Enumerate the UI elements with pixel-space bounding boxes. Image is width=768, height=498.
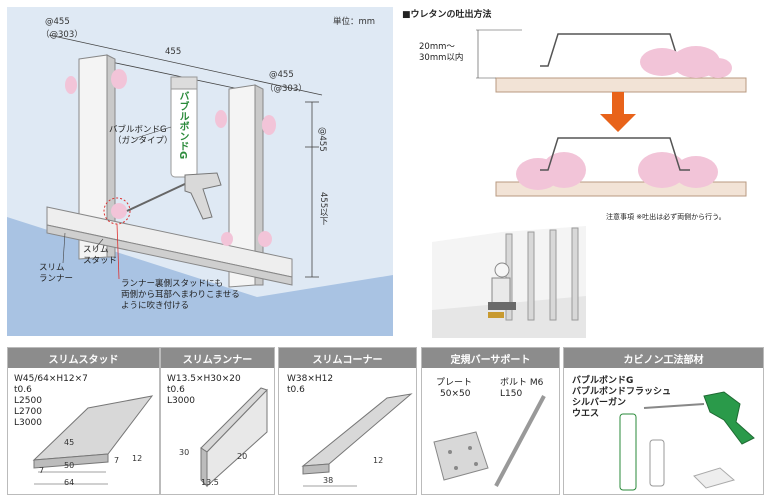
can-label: バブルボンドG <box>177 91 188 160</box>
dim-pitch-top-alt: （@303） <box>41 30 83 40</box>
corner-spec: W38×H12 t0.6 <box>287 374 334 395</box>
stud-dim-b: 50 <box>64 461 75 470</box>
product-label: バブルボンドG （ガンタイプ） <box>109 125 173 146</box>
panel-slim-stud: スリムスタッド W45/64×H12×7 t0.6 L2500 L2700 L3… <box>7 347 160 495</box>
bolt-spec: ボルト M6 L150 <box>500 378 544 399</box>
runner-profile <box>200 387 268 488</box>
panel-title: スリムスタッド <box>8 348 159 368</box>
runner-spec: W13.5×H30×20 t0.6 L3000 <box>167 374 241 406</box>
stud-dim-e: 7 <box>114 456 120 465</box>
unit-label: 単位：mm <box>333 17 376 27</box>
stud-spec: W45/64×H12×7 t0.6 L2500 L2700 L3000 <box>14 374 88 428</box>
urethane-title: ■ウレタンの吐出方法 <box>402 10 492 20</box>
runner-dim-c: 13.5 <box>201 478 219 487</box>
panel-title: スリムランナー <box>161 348 274 368</box>
panel-title: カビノン工法部材 <box>564 348 763 368</box>
runner-dim-a: 30 <box>179 448 190 457</box>
wall-diagram: 単位：mm @455 （@303） 455 @455 （@303） @455 4… <box>7 7 393 336</box>
slim-runner-label: スリム ランナー <box>39 263 74 284</box>
dim-below: 455以下 <box>318 192 328 226</box>
dim-vertical-pitch: @455 <box>317 127 327 152</box>
caution-note: 注意事項 ※吐出は必ず両側から行う。 <box>606 213 726 221</box>
stud-profile <box>32 395 154 485</box>
slim-stud-label: スリム スタッド <box>83 245 118 266</box>
panel-kabinon: カビノン工法部材 バブルボンドG バブルボンドフラッシュ シルバーガン ウエス <box>563 347 764 495</box>
note-label: ランナー裏側スタッドにも 両側から耳部へまわりこませる ように吹き付ける <box>121 279 240 311</box>
stud-dim-c: 64 <box>64 478 75 487</box>
corner-dim-b: 38 <box>323 476 334 485</box>
stud-dim-a: 45 <box>64 438 75 447</box>
plate-spec: プレート 50×50 <box>436 378 473 399</box>
dim-pitch-right-alt: （@303） <box>265 84 307 94</box>
support-parts <box>433 395 546 487</box>
kabinon-products <box>619 391 755 491</box>
stud-dim-d: 7 <box>39 466 45 475</box>
dim-span: 455 <box>165 47 182 57</box>
worker-scene <box>432 226 586 338</box>
wall-illustration <box>7 34 393 336</box>
dim-pitch-top: @455 <box>45 17 70 27</box>
gap-label: 20mm～ 30mm以内 <box>419 42 464 63</box>
dim-pitch-right: @455 <box>269 70 294 80</box>
kabinon-items: バブルボンドG バブルボンドフラッシュ シルバーガン ウエス <box>572 376 672 419</box>
corner-dim-a: 12 <box>373 456 384 465</box>
panel-title: 定規バーサポート <box>422 348 559 368</box>
runner-dim-b: 20 <box>237 452 248 461</box>
panel-support: 定規バーサポート プレート 50×50 ボルト M6 L150 <box>421 347 560 495</box>
urethane-diagram <box>476 29 747 197</box>
panel-title: スリムコーナー <box>279 348 416 368</box>
corner-profile <box>301 393 413 487</box>
stud-dim-f: 12 <box>132 454 143 463</box>
panel-slim-runner: スリムランナー W13.5×H30×20 t0.6 L3000 30 20 13… <box>160 347 275 495</box>
panel-slim-corner: スリムコーナー W38×H12 t0.6 12 38 <box>278 347 417 495</box>
